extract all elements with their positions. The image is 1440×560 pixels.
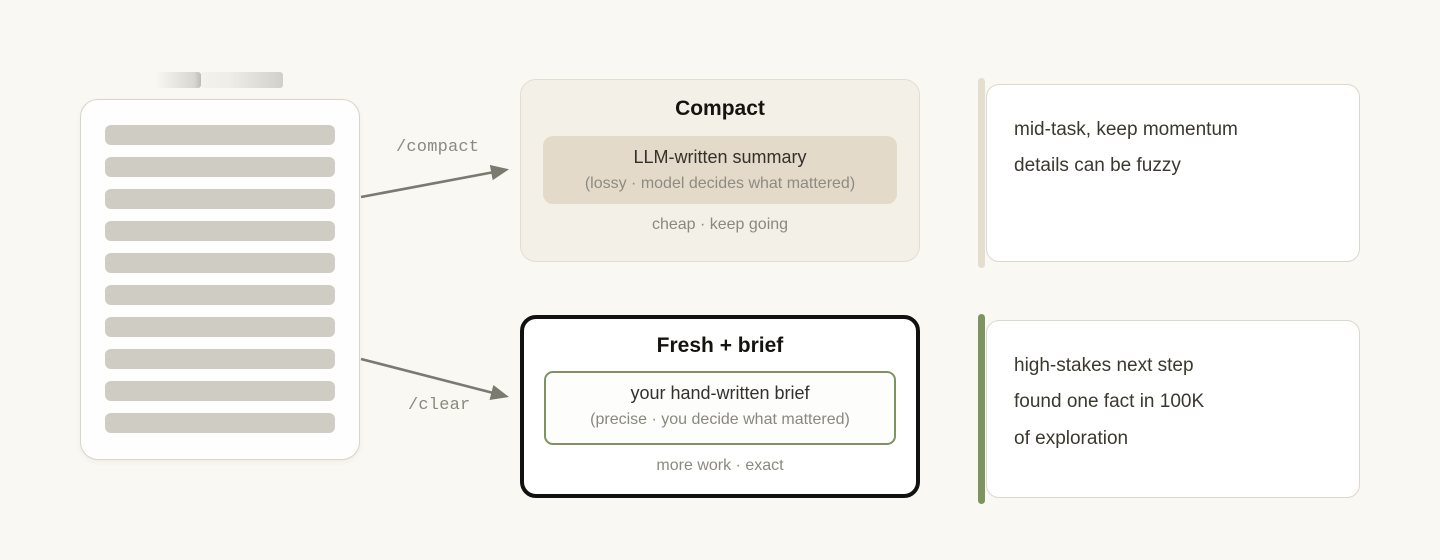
option-card-fresh-brief[interactable]: Fresh + brief your hand-written brief (p… <box>520 315 920 498</box>
document-line <box>105 317 335 337</box>
document-line <box>105 157 335 177</box>
document-line <box>105 125 335 145</box>
note-when-clear: high-stakes next step found one fact in … <box>978 314 1360 504</box>
document-line <box>105 189 335 209</box>
document-line <box>105 413 335 433</box>
note-body: mid-task, keep momentum details can be f… <box>986 84 1360 262</box>
arrow-compact <box>360 164 510 199</box>
arrow-label-compact: /compact <box>396 138 480 157</box>
note-line: details can be fuzzy <box>1014 155 1181 177</box>
option-footnote-compact: cheap · keep going <box>651 216 789 233</box>
note-line: found one fact in 100K <box>1014 391 1205 413</box>
option-footnote-fresh-brief: more work · exact <box>656 457 784 474</box>
arrow-label-clear: /clear <box>408 396 471 415</box>
note-accent-bar <box>978 314 985 504</box>
arrow-clear <box>360 357 510 401</box>
faded-line-fragment-right <box>201 72 283 88</box>
document-line <box>105 349 335 369</box>
document-line <box>105 253 335 273</box>
document-line <box>105 381 335 401</box>
panel-main-text: LLM-written summary <box>633 147 807 167</box>
note-line: of exploration <box>1014 427 1129 449</box>
note-line: high-stakes next step <box>1014 355 1194 376</box>
source-document-card <box>80 99 360 460</box>
document-line <box>105 285 335 305</box>
note-body: high-stakes next step found one fact in … <box>986 320 1360 498</box>
document-truncation-indicator <box>155 72 285 88</box>
panel-main-text: your hand-written brief <box>630 383 810 403</box>
panel-sub-text: (lossy · model decides what mattered) <box>584 174 856 192</box>
option-title-compact: Compact <box>675 97 765 120</box>
faded-line-fragment-left <box>155 72 201 88</box>
note-when-compact: mid-task, keep momentum details can be f… <box>978 78 1360 268</box>
option-panel-compact: LLM-written summary (lossy · model decid… <box>543 136 897 204</box>
note-accent-bar <box>978 78 985 268</box>
option-title-fresh-brief: Fresh + brief <box>656 334 784 357</box>
option-panel-fresh-brief: your hand-written brief (precise · you d… <box>544 371 896 445</box>
note-line: mid-task, keep momentum <box>1014 119 1238 140</box>
document-line <box>105 221 335 241</box>
panel-sub-text: (precise · you decide what mattered) <box>590 410 850 428</box>
option-card-compact[interactable]: Compact LLM-written summary (lossy · mod… <box>520 79 920 262</box>
